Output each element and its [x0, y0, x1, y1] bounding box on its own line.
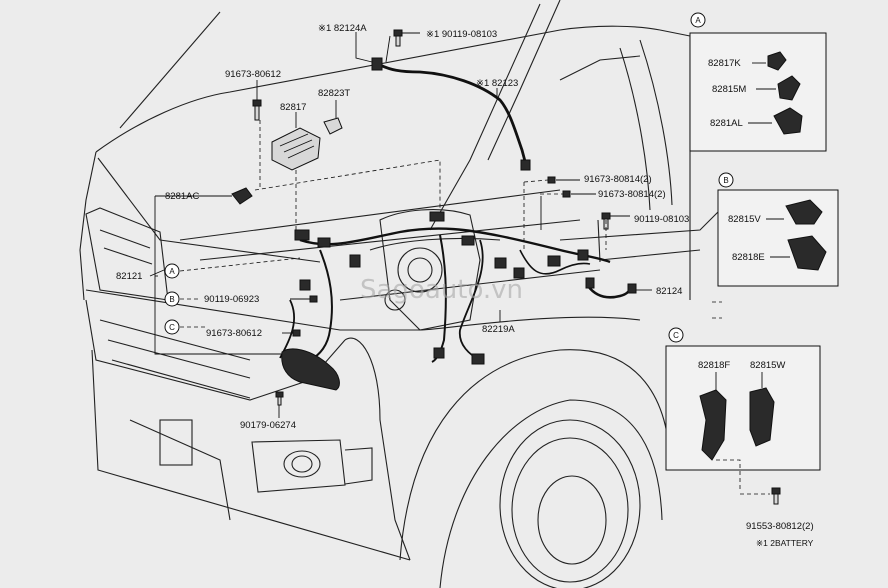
callout-c-main: C — [164, 319, 180, 335]
svg-text:C: C — [169, 323, 175, 332]
label-82823T: 82823T — [318, 88, 350, 99]
label-82815W: 82815W — [750, 360, 785, 371]
callout-a-main: A — [164, 263, 180, 279]
label-90179-06274: 90179-06274 — [240, 420, 296, 431]
watermark-text: Sagoauto.vn — [360, 275, 523, 305]
part-82818E — [787, 235, 827, 271]
inset-b: B 82815V 82818E — [717, 172, 839, 287]
bolt-91673-80814-b — [562, 190, 571, 198]
part-82219A-relay — [281, 348, 340, 391]
label-82219A: 82219A — [482, 324, 515, 335]
bolt-91673-80612-mid — [292, 329, 301, 337]
label-82121: 82121 — [116, 271, 142, 282]
label-90119-08103-mid: 90119-08103 — [634, 214, 689, 225]
part-8281AC-bracket — [231, 187, 253, 205]
label-8281AC: 8281AC — [165, 191, 199, 202]
bolt-90119-06923 — [309, 295, 318, 303]
label-82817: 82817 — [280, 102, 306, 113]
bolt-90179-06274 — [275, 391, 284, 406]
svg-text:A: A — [695, 16, 701, 25]
part-82815V — [785, 199, 823, 225]
svg-text:B: B — [723, 176, 728, 185]
bolt-91673-80814-a — [547, 176, 556, 184]
label-82124: 82124 — [656, 286, 682, 297]
label-82124A: ※1 82124A — [318, 23, 367, 34]
svg-text:B: B — [169, 295, 174, 304]
van-body-outline — [79, 0, 721, 588]
inset-a: A 82817K 82815M 8281AL — [689, 12, 827, 152]
bolt-91553-80812 — [771, 487, 781, 495]
label-82817K: 82817K — [708, 58, 741, 69]
label-82815V: 82815V — [728, 214, 761, 225]
leader-lines — [149, 32, 722, 418]
label-82818F: 82818F — [698, 360, 730, 371]
part-82817-relay-block — [271, 127, 321, 171]
svg-text:A: A — [169, 267, 175, 276]
label-8281AL: 8281AL — [710, 118, 743, 129]
part-82817K — [767, 51, 787, 71]
main-labels: ※1 82124A ※1 90119-08103 91673-80612 828… — [116, 23, 689, 431]
svg-text:C: C — [673, 331, 679, 340]
harness-82124 — [585, 277, 637, 299]
label-90119-08103-top: ※1 90119-08103 — [426, 29, 497, 40]
inset-c: C 82818F 82815W 91553-80812(2) ※1 2BATTE… — [665, 327, 821, 548]
engine-harness — [279, 209, 611, 367]
callout-b-main: B — [164, 291, 180, 307]
part-82823T-clip — [323, 117, 343, 135]
label-91553-80812: 91553-80812(2) — [746, 521, 814, 532]
label-82123: ※1 82123 — [476, 78, 518, 89]
upper-harness-82123 — [371, 29, 531, 171]
bolt-91673-80612-top — [252, 99, 262, 121]
battery-note: ※1 2BATTERY — [756, 538, 814, 548]
label-91673-80612-top: 91673-80612 — [225, 69, 281, 80]
label-82818E: 82818E — [732, 252, 765, 263]
part-82815M — [777, 75, 801, 101]
part-82815W — [749, 387, 775, 447]
label-91673-80814-b: 91673-80814(2) — [598, 189, 666, 200]
part-82818F — [699, 389, 727, 461]
part-8281AL — [773, 107, 803, 135]
label-90119-06923: 90119-06923 — [204, 294, 259, 305]
label-91673-80814-a: 91673-80814(2) — [584, 174, 652, 185]
label-91673-80612-mid: 91673-80612 — [206, 328, 262, 339]
label-82815M: 82815M — [712, 84, 746, 95]
